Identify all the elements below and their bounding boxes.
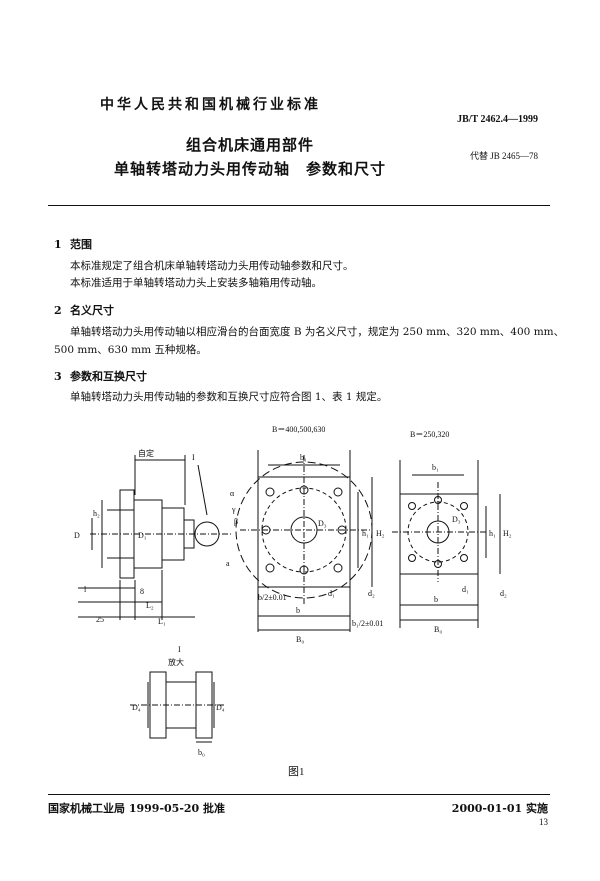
section-number: 1 xyxy=(54,238,62,251)
footer-effective-date: 2000-01-01 实施 xyxy=(451,802,548,815)
section-title: 范围 xyxy=(70,238,92,251)
label-detail-mark: I xyxy=(192,453,195,462)
standard-code: JB/T 2462.4—1999 xyxy=(457,114,538,125)
replaces-note: 代替 JB 2465—78 xyxy=(469,151,538,161)
small-plate-view xyxy=(392,460,501,628)
section-number: 2 xyxy=(54,304,62,317)
paragraph: 本标准适用于单轴转塔动力头上安装多轴箱用传动轴。 xyxy=(70,277,322,289)
page-number: 13 xyxy=(539,817,548,827)
large-plate-view xyxy=(235,450,373,632)
label-D3-small: D₃ xyxy=(452,515,461,524)
label-detail-scale: 放大 xyxy=(168,657,184,667)
footer-issuer: 国家机械工业局 1999-05-20 批准 xyxy=(48,802,226,815)
label-fixed: 自定 xyxy=(138,448,154,458)
label-b-large: B＝400,500,630 xyxy=(272,425,325,434)
label-D4-right: D₄ xyxy=(216,703,225,712)
label-D1: D₁ xyxy=(138,531,147,540)
label-D3: D₃ xyxy=(318,519,327,528)
label-d2-small: d₂ xyxy=(500,589,507,598)
header-divider xyxy=(48,205,550,206)
shaft-side-view xyxy=(78,455,232,620)
label-detail-i: I xyxy=(178,645,181,654)
footer-divider xyxy=(48,794,550,795)
label-D: D xyxy=(74,531,80,540)
label-h1-small: h₁ xyxy=(489,529,496,538)
label-l: l xyxy=(84,585,87,594)
label-half-b-bottom: b₁/2±0.01 xyxy=(352,619,383,628)
figure-1-drawing: B＝400,500,630 B＝250,320 自定 I D h₂ D₁ l 8… xyxy=(74,425,512,778)
label-b: b xyxy=(296,606,300,615)
paragraph: 单轴转塔动力头用传动轴以相应滑台的台面宽度 B 为名义尺寸，规定为 250 mm… xyxy=(70,326,565,338)
label-eight: 8 xyxy=(140,587,144,596)
section-title: 参数和互换尺寸 xyxy=(70,370,147,383)
label-h1: h₁ xyxy=(362,529,369,538)
section-title: 名义尺寸 xyxy=(70,304,114,317)
label-B0-small: B₀ xyxy=(434,625,442,634)
label-gamma: γ xyxy=(231,505,236,514)
label-B0: B₀ xyxy=(296,635,304,644)
paragraph: 单轴转塔动力头用传动轴的参数和互换尺寸应符合图 1、表 1 规定。 xyxy=(70,391,388,403)
label-b1: b₁ xyxy=(300,453,307,462)
paragraph: 本标准规定了组合机床单轴转塔动力头用传动轴参数和尺寸。 xyxy=(70,260,354,272)
section-heading-3: 3 参数和互换尺寸 xyxy=(54,368,147,384)
label-b-small: b xyxy=(434,595,438,604)
label-d2: d₂ xyxy=(368,589,375,598)
figure-caption: 图1 xyxy=(288,765,305,778)
label-b1-small: b₁ xyxy=(432,463,439,472)
label-L1: L₁ xyxy=(158,617,166,626)
label-h2: h₂ xyxy=(93,509,100,518)
section-heading-1: 1 范围 xyxy=(54,236,92,252)
label-twentyfive: 25 xyxy=(96,615,104,624)
label-H2-small: H₂ xyxy=(503,529,512,538)
label-D4-left: D₄ xyxy=(132,703,141,712)
section-number: 3 xyxy=(54,370,62,383)
label-beta: β xyxy=(234,517,238,526)
document-title-line2: 单轴转塔动力头用传动轴 参数和尺寸 xyxy=(113,160,386,178)
label-a: a xyxy=(226,559,230,568)
label-alpha: α xyxy=(230,489,235,498)
section-heading-2: 2 名义尺寸 xyxy=(54,302,114,318)
label-d1-small: d₁ xyxy=(462,585,469,594)
label-half-b: b/2±0.01 xyxy=(258,593,287,602)
label-L2: L₂ xyxy=(146,601,154,610)
label-b-small: B＝250,320 xyxy=(410,430,449,439)
standard-category-title: 中华人民共和国机械行业标准 xyxy=(100,97,321,113)
paragraph: 500 mm、630 mm 五种规格。 xyxy=(54,344,207,356)
label-H2: H₂ xyxy=(376,529,385,538)
label-b0: b₀ xyxy=(198,748,205,757)
document-title-line1: 组合机床通用部件 xyxy=(185,136,314,154)
detail-i-view xyxy=(130,671,225,743)
label-d1: d₁ xyxy=(328,589,335,598)
